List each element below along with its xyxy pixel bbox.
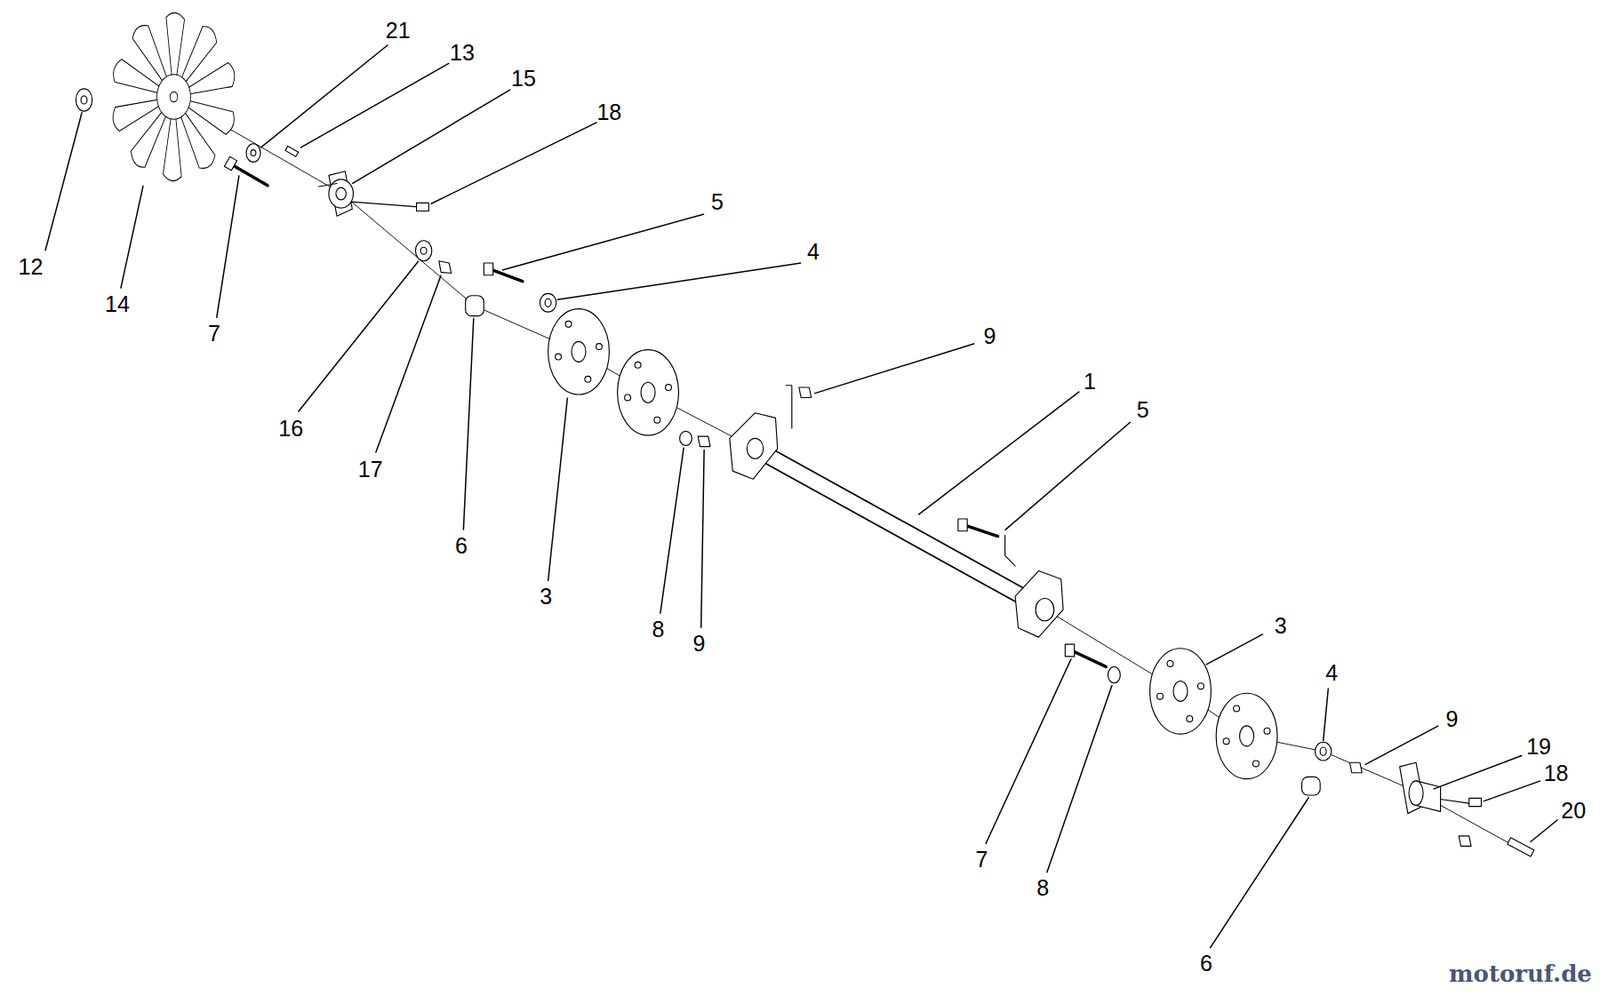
leader-lines	[45, 44, 1559, 949]
callout-number: 8	[651, 618, 664, 641]
callout-number: 18	[596, 101, 622, 124]
callout-number: 15	[511, 67, 536, 90]
callout-number: 16	[278, 417, 304, 440]
callout-number: 5	[711, 191, 724, 214]
fan	[110, 12, 238, 181]
callout-number: 9	[692, 632, 705, 656]
callout-number: 4	[1325, 662, 1338, 685]
callout-number: 3	[1274, 615, 1288, 638]
callout-number: 3	[539, 585, 552, 608]
callout-number: 14	[104, 293, 130, 316]
callout-number: 13	[449, 41, 475, 64]
callout-number: 1	[1083, 370, 1096, 393]
callout-number: 4	[807, 240, 820, 264]
center-line	[174, 96, 1521, 850]
callout-number: 12	[18, 256, 44, 279]
callout-number: 7	[208, 322, 221, 345]
callout-number: 8	[1036, 877, 1049, 900]
watermark: motoruf.de	[1448, 962, 1592, 986]
callout-number: 6	[1200, 952, 1213, 976]
callout-number: 21	[385, 19, 411, 42]
callout-number: 17	[358, 458, 384, 481]
callout-number: 9	[984, 325, 997, 348]
callout-number: 19	[1526, 736, 1552, 759]
callout-number: 9	[1446, 708, 1459, 731]
callout-number: 7	[975, 848, 988, 872]
callout-number: 20	[1560, 800, 1586, 823]
callout-number: 6	[455, 535, 468, 558]
callout-number: 18	[1544, 762, 1569, 785]
callout-number: 5	[1136, 399, 1150, 422]
